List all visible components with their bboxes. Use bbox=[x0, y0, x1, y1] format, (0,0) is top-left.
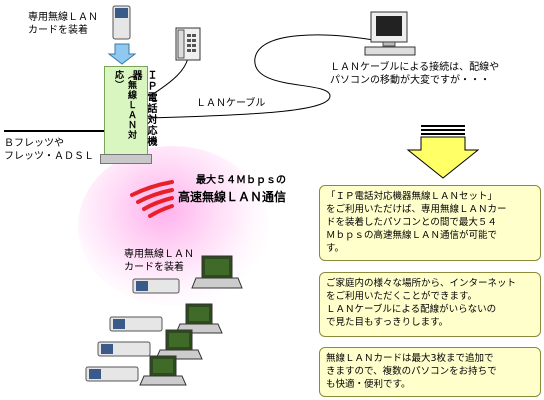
desktop-computer-icon bbox=[364, 11, 416, 56]
lan-cable-line bbox=[147, 34, 386, 119]
laptop-icon-3 bbox=[139, 355, 187, 386]
big-down-arrow bbox=[406, 125, 480, 179]
speed-label-line2: 高速無線ＬＡＮ通信 bbox=[178, 190, 287, 204]
lan-cable-note: ＬＡＮケーブルによる接続は、配線や パソコンの移動が大変ですが・・・ bbox=[330, 62, 500, 86]
device-label-line1: ＩＰ電話対応機器 bbox=[130, 70, 156, 147]
lan-cable-label: ＬＡＮケーブル bbox=[196, 98, 266, 109]
laptop-icon-2 bbox=[155, 329, 203, 360]
phone-icon bbox=[175, 27, 201, 61]
wlan-card-top bbox=[112, 5, 131, 40]
wlan-card-3 bbox=[85, 366, 139, 382]
card-install-label-mid: 専用無線ＬＡＮ カードを装着 bbox=[124, 249, 194, 273]
wlan-card-main bbox=[132, 278, 180, 294]
wlan-card-2 bbox=[97, 341, 151, 357]
card-down-arrow bbox=[107, 43, 137, 65]
info-box-3: 無線ＬＡＮカードは最大3枚まで追加で きますので、複数のパソコンをお持ちで も快… bbox=[319, 347, 541, 397]
phone-cable bbox=[149, 57, 189, 97]
card-install-label-top: 専用無線ＬＡＮ カードを装着 bbox=[28, 12, 98, 36]
ip-phone-device-base bbox=[100, 154, 152, 164]
laptop-icon-1 bbox=[175, 303, 223, 334]
device-label-line2: （無線ＬＡＮ対応） bbox=[113, 70, 136, 140]
wireless-signal bbox=[130, 180, 174, 218]
wlan-card-1 bbox=[109, 316, 163, 332]
speed-label-line1: 最大５４Ｍｂｐｓの bbox=[196, 175, 286, 186]
info-box-2: ご家庭内の様々な場所から、インターネット をご利用いただくことができます。 ＬＡ… bbox=[319, 272, 541, 337]
info-box-1: 「ＩＰ電話対応機器無線ＬＡＮセット」 をご利用いただけば、専用無線ＬＡＮカー ド… bbox=[319, 185, 541, 261]
bflets-label: Ｂフレッツや フレッツ・ＡＤＳＬ bbox=[4, 138, 94, 162]
laptop-icon-main bbox=[191, 255, 243, 289]
